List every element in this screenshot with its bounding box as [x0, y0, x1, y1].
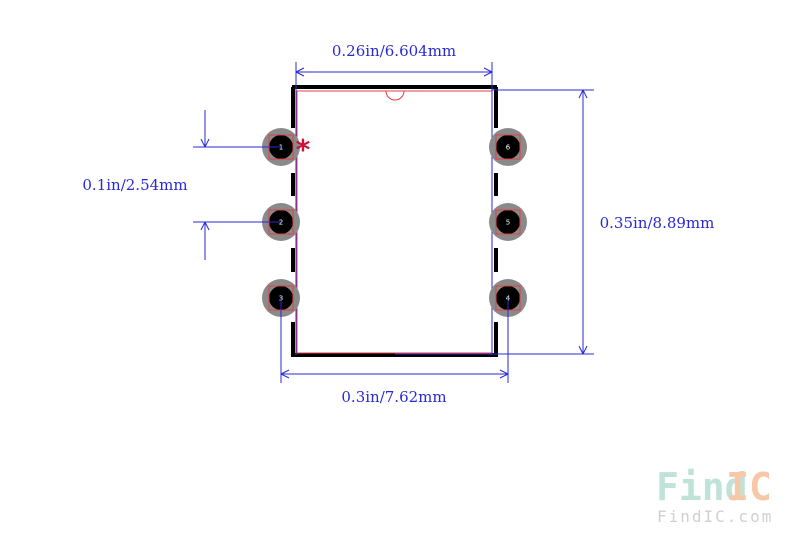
pin1-marker: * — [296, 133, 311, 166]
pad-hole — [496, 210, 520, 234]
dimension-height-label: 0.35in/8.89mm — [600, 214, 715, 232]
dimension-top-width — [295, 62, 493, 89]
dimension-pitch — [193, 110, 281, 260]
dimension-bottom-width — [280, 298, 509, 383]
pad-courtyard — [495, 209, 521, 235]
dimension-bottom-width-label: 0.3in/7.62mm — [341, 388, 446, 406]
pad-label: 5 — [506, 219, 510, 227]
watermark-url: FindIC.com — [657, 507, 773, 526]
findic-watermark: Find IC FindIC.com — [656, 465, 773, 526]
watermark-ic: IC — [726, 465, 772, 509]
dimension-pitch-label: 0.1in/2.54mm — [82, 176, 187, 194]
silkscreen-outline — [291, 85, 498, 357]
dimension-height — [492, 89, 594, 355]
watermark-find: Find — [656, 465, 748, 509]
courtyard-outline — [296, 90, 493, 354]
pad-5: 5 — [489, 203, 527, 241]
pad-label: 6 — [506, 144, 511, 152]
body-outline — [295, 89, 493, 355]
pad-6: 6 — [489, 128, 527, 166]
pad-hole — [496, 135, 520, 159]
pad-courtyard — [495, 134, 521, 160]
dimension-top-width-label: 0.26in/6.604mm — [332, 42, 456, 60]
